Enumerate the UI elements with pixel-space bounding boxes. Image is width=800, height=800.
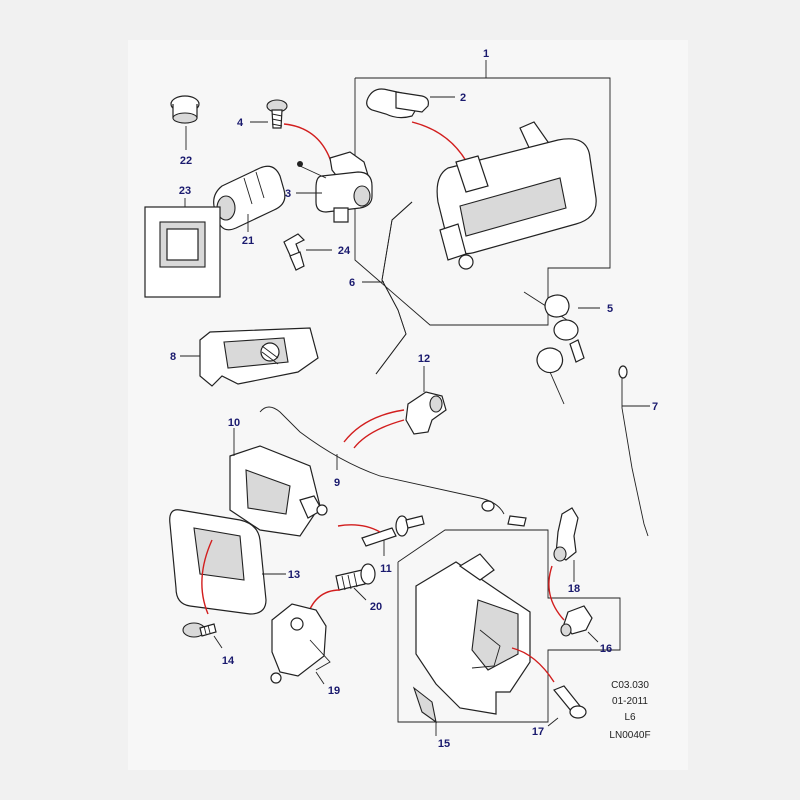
red-leader-18 xyxy=(548,565,565,621)
red-leader-12b xyxy=(353,419,405,449)
leader-14 xyxy=(213,635,223,649)
callout-22: 22 xyxy=(180,155,192,167)
callout-13: 13 xyxy=(288,569,300,581)
assembly-15-outline xyxy=(397,529,621,723)
part-21-cylinder xyxy=(213,165,286,231)
callout-17: 17 xyxy=(532,726,544,738)
part-20-bolt xyxy=(335,563,376,591)
reference-drawing-number: LN0040F xyxy=(609,730,650,741)
assembly-1-outline xyxy=(354,77,611,326)
callout-3: 3 xyxy=(285,188,291,200)
callout-1: 1 xyxy=(483,48,489,60)
callout-4: 4 xyxy=(237,117,244,129)
part-18-lever xyxy=(553,507,579,562)
part-10-release-handle xyxy=(229,445,328,537)
part-1-exterior-handle xyxy=(436,121,597,270)
part-3-lock-barrel xyxy=(297,151,373,223)
part-8-inner-handle-bracket xyxy=(199,327,319,387)
red-leader-11 xyxy=(337,524,381,533)
red-leader-17 xyxy=(511,647,555,683)
leader-19 xyxy=(315,671,325,685)
leader-16 xyxy=(587,631,599,643)
part-24-clip xyxy=(283,233,306,271)
part-2-lock-clip xyxy=(366,88,429,119)
part-13-handle-bezel xyxy=(169,509,267,615)
part-17-bolt xyxy=(553,685,587,719)
callout-5: 5 xyxy=(607,303,613,315)
part-23-bezel xyxy=(144,206,221,298)
part-7-rod xyxy=(618,365,649,537)
callout-2: 2 xyxy=(460,92,466,104)
callout-21: 21 xyxy=(242,235,254,247)
part-15-door-latch xyxy=(412,553,531,724)
callout-14: 14 xyxy=(222,655,235,667)
leader-20 xyxy=(353,587,367,601)
callout-20: 20 xyxy=(370,601,382,613)
callout-9: 9 xyxy=(334,477,340,489)
part-9-cable-end xyxy=(481,500,527,527)
part-22-plug xyxy=(170,95,200,124)
callout-15: 15 xyxy=(438,738,450,750)
reference-date: 01-2011 xyxy=(612,696,648,707)
red-leader-12a xyxy=(343,409,405,443)
callout-11: 11 xyxy=(380,563,392,575)
reference-revision: L6 xyxy=(624,712,636,723)
part-6-rod-highlight xyxy=(375,201,413,375)
part-5-keys xyxy=(523,291,585,405)
reference-code: C03.030 xyxy=(611,680,649,691)
part-11-rivet xyxy=(361,515,425,547)
part-14-screw xyxy=(182,622,217,638)
callout-7: 7 xyxy=(652,401,658,413)
callout-18: 18 xyxy=(568,583,580,595)
callout-23: 23 xyxy=(179,185,191,197)
callout-10: 10 xyxy=(228,417,240,429)
callout-6: 6 xyxy=(349,277,355,289)
red-leader-13 xyxy=(201,539,213,615)
callout-24: 24 xyxy=(338,245,351,257)
callout-19: 19 xyxy=(328,685,340,697)
callout-12: 12 xyxy=(418,353,430,365)
part-12-cable-clip xyxy=(405,391,447,435)
leader-17 xyxy=(547,717,559,727)
part-19-striker xyxy=(270,603,331,684)
callout-8: 8 xyxy=(170,351,176,363)
part-16-clip xyxy=(560,605,593,637)
part-4-screw xyxy=(266,99,288,129)
callout-16: 16 xyxy=(600,643,612,655)
